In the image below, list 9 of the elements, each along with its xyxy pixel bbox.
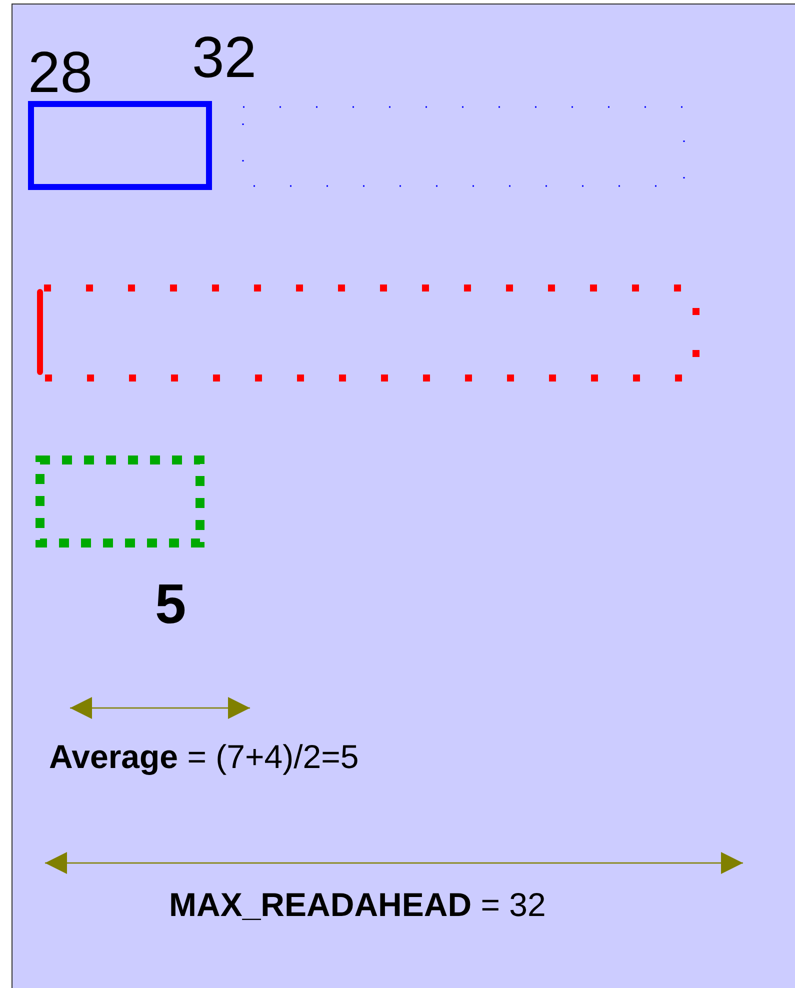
value-label: 28 <box>28 44 93 102</box>
dotted-outline <box>36 456 204 548</box>
value-label: 5 <box>155 576 186 632</box>
dotted-outline <box>242 106 685 187</box>
value-label: 32 <box>192 29 257 87</box>
dotted-outline <box>37 284 700 382</box>
solid-outline <box>28 101 212 190</box>
formula-text: MAX_READAHEAD = 32 <box>169 888 546 921</box>
formula-text: Average = (7+4)/2=5 <box>49 740 359 773</box>
